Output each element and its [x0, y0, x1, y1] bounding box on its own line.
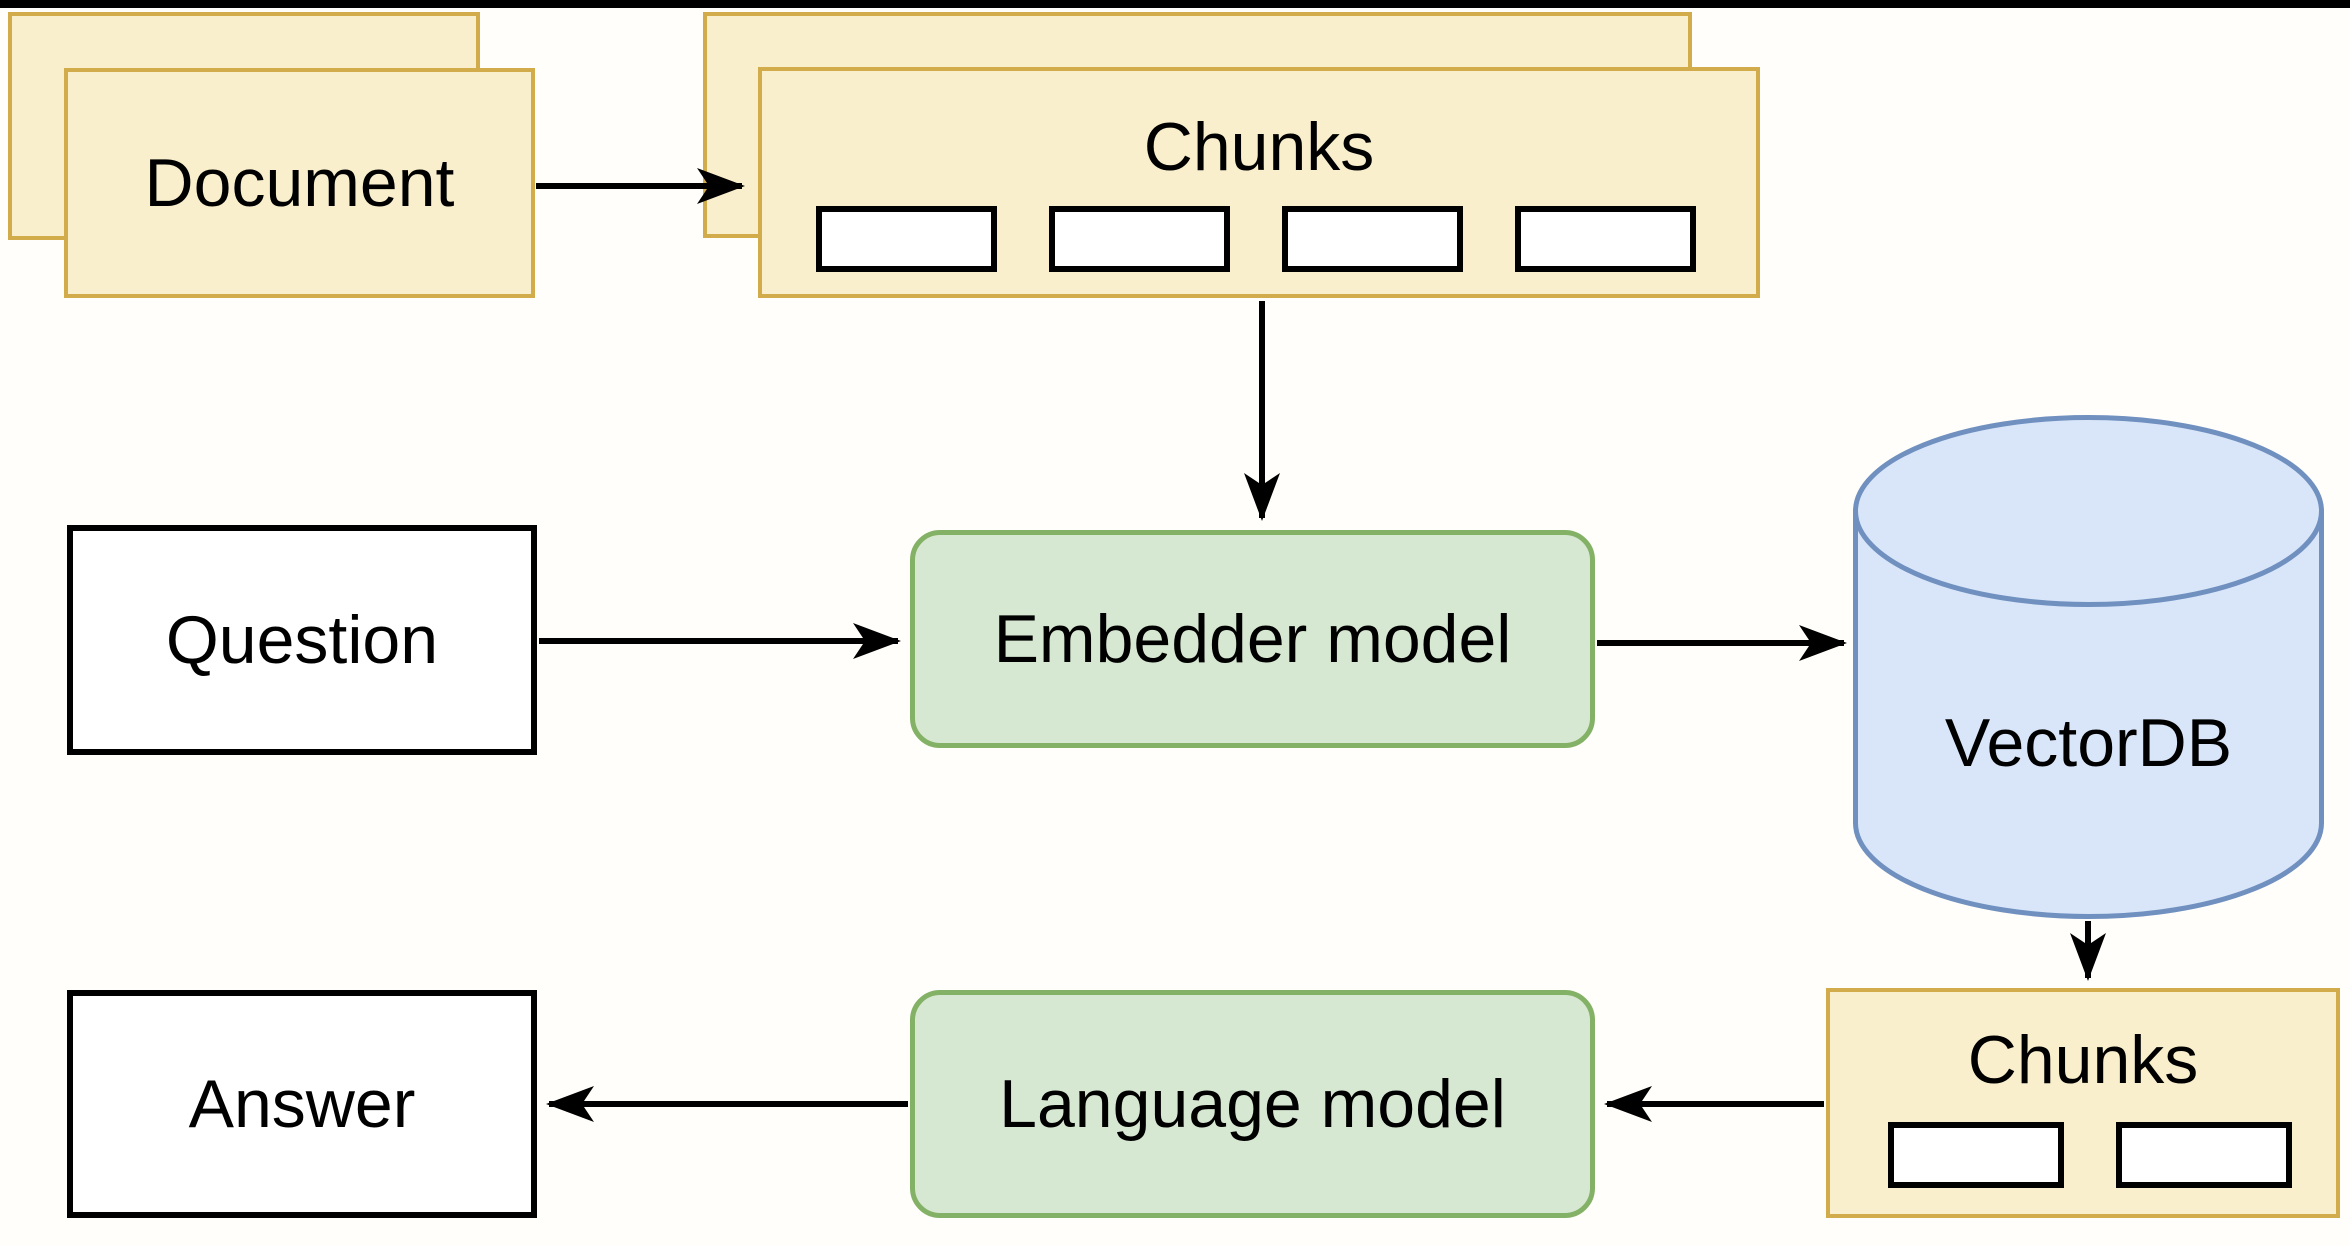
question-label: Question	[165, 602, 439, 678]
chunks-bottom-label: Chunks	[1967, 1022, 2199, 1098]
answer-label: Answer	[188, 1066, 416, 1142]
vectordb-node: VectorDB	[1853, 415, 2324, 919]
question-node: Question	[67, 525, 537, 755]
database-cylinder-icon	[1853, 415, 2324, 919]
answer-node: Answer	[67, 990, 537, 1218]
document-node: Document	[64, 68, 535, 298]
chunks-top-label: Chunks	[1143, 109, 1375, 185]
embedder-model-node: Embedder model	[910, 530, 1595, 748]
chunk-slot	[1049, 206, 1230, 272]
chunks-top-node: Chunks	[758, 67, 1760, 298]
chunk-slot	[2116, 1122, 2292, 1188]
document-label: Document	[144, 145, 455, 221]
language-model-node: Language model	[910, 990, 1595, 1218]
chunk-slot	[1282, 206, 1463, 272]
embedder-model-label: Embedder model	[993, 601, 1512, 677]
language-model-label: Language model	[999, 1066, 1506, 1142]
chunk-slot	[1515, 206, 1696, 272]
letterbox-top-bar	[0, 0, 2350, 8]
chunk-slot	[1888, 1122, 2064, 1188]
chunks-bottom-node: Chunks	[1826, 988, 2340, 1218]
vectordb-label: VectorDB	[1944, 705, 2233, 781]
chunk-slot	[816, 206, 997, 272]
